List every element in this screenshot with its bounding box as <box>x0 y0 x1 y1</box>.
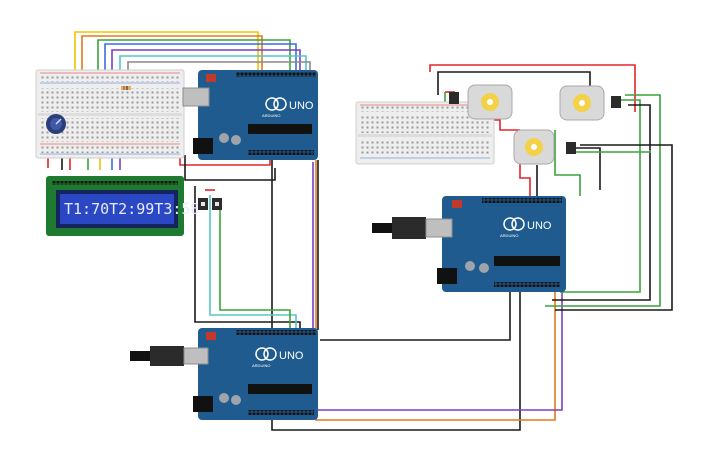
board-model-label: UNO <box>289 100 314 112</box>
arduino-uno-top-left: UNO ARDUINO <box>182 70 318 160</box>
board-brand-label: ARDUINO <box>262 113 280 118</box>
wire <box>545 94 661 307</box>
breadboard-right <box>355 101 495 165</box>
wire <box>552 104 651 301</box>
lcd-display: T1:70T2:99T3:58 <box>46 176 199 236</box>
dc-motor-icon <box>449 84 513 120</box>
wire <box>312 162 563 411</box>
wires <box>47 31 673 431</box>
wire <box>97 39 291 72</box>
dc-motor-1 <box>449 84 513 120</box>
wire <box>119 55 307 80</box>
dc-motor-icon <box>559 85 621 121</box>
wire <box>555 144 673 311</box>
board-model-label: UNO <box>279 350 304 362</box>
breadboard-top-left <box>35 69 185 159</box>
wire <box>315 160 556 421</box>
pushbuttons <box>198 198 222 210</box>
power-jack-icon <box>193 138 213 154</box>
wire <box>519 160 531 196</box>
usb-connector-icon <box>182 87 210 107</box>
wire <box>111 49 301 78</box>
wire <box>81 35 263 72</box>
arduino-uno-right: UNO ARDUINO <box>372 196 566 292</box>
wire <box>575 147 601 190</box>
resistor <box>121 86 131 90</box>
power-jack-icon <box>437 268 457 284</box>
lcd-text: T1:70T2:99T3:58 <box>64 200 199 218</box>
wire <box>320 288 511 341</box>
wire <box>219 210 291 330</box>
arduino-uno-bottom: UNO ARDUINO <box>130 328 318 420</box>
dc-motor-icon <box>513 129 576 165</box>
wire <box>74 31 259 72</box>
wire <box>271 160 521 431</box>
wire <box>429 64 636 112</box>
pushbutton-icon[interactable] <box>212 198 222 210</box>
usb-connector-icon <box>130 346 209 366</box>
dc-motor-3 <box>513 129 576 165</box>
wire <box>560 99 641 293</box>
potentiometer-icon[interactable] <box>46 114 66 134</box>
usb-connector-icon <box>372 217 453 239</box>
power-jack-icon <box>193 396 213 412</box>
board-brand-label: ARDUINO <box>500 233 518 238</box>
wire <box>575 150 651 153</box>
wire <box>554 130 581 196</box>
wire <box>194 186 301 330</box>
pushbutton-icon[interactable] <box>198 198 208 210</box>
dc-motor-2 <box>559 85 621 121</box>
wire <box>104 43 297 72</box>
wire <box>209 195 297 330</box>
board-brand-label: ARDUINO <box>252 363 270 368</box>
board-model-label: UNO <box>527 220 552 232</box>
wire <box>184 155 276 181</box>
wire <box>437 71 591 95</box>
